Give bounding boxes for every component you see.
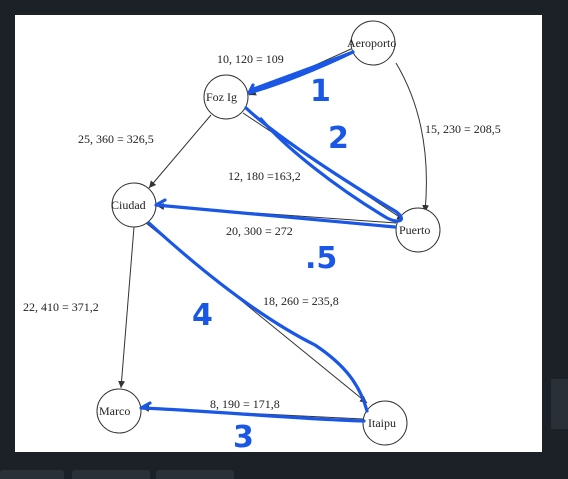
ink-number-4: 4 <box>192 298 213 333</box>
ink-route-aeroporto-fozig <box>247 50 355 95</box>
edge-label-aeroporto-puerto: 15, 230 = 208,5 <box>425 122 501 136</box>
ink-route-puerto-ciudad <box>154 198 397 229</box>
node-label-puerto: Puerto <box>399 223 430 237</box>
bottom-tab-1[interactable] <box>0 470 64 479</box>
edge-labels-layer: 10, 120 = 109 15, 230 = 208,5 25, 360 = … <box>23 52 501 411</box>
edge-label-fozig-ciudad: 25, 360 = 326,5 <box>78 132 154 146</box>
ink-route-ciudad-itaipu <box>147 221 369 413</box>
edge-ciudad-marco <box>118 226 135 389</box>
node-label-ciudad: Ciudad <box>111 198 146 212</box>
node-fozig: Foz Ig <box>203 74 249 120</box>
edge-label-puerto-ciudad: 20, 300 = 272 <box>226 224 293 238</box>
bottom-tab-3[interactable] <box>156 470 234 479</box>
node-marco: Marco <box>96 388 142 434</box>
edge-label-ciudad-marco: 22, 410 = 371,2 <box>23 300 99 314</box>
edge-label-ciudad-itaipu: 18, 260 = 235,8 <box>263 294 339 308</box>
edge-fozig-ciudad <box>148 114 212 189</box>
node-aeroporto: Aeroporto <box>347 20 396 66</box>
nodes-layer: Aeroporto Foz Ig Ciudad Puerto Marco Ita… <box>96 20 441 446</box>
node-label-fozig: Foz Ig <box>206 90 237 104</box>
node-ciudad: Ciudad <box>111 182 157 228</box>
node-puerto: Puerto <box>395 207 441 253</box>
node-label-itaipu: Itaipu <box>368 416 396 430</box>
ink-route-itaipu-marco <box>139 401 366 423</box>
node-label-marco: Marco <box>99 404 130 418</box>
ink-route-fozig-puerto <box>244 106 404 223</box>
edge-label-fozig-puerto: 12, 180 =163,2 <box>228 169 301 183</box>
handwritten-layer: 1 2 3 4 .5 <box>139 50 404 452</box>
side-scroll-button[interactable] <box>551 379 568 429</box>
ink-number-3: 3 <box>233 420 254 452</box>
graph-diagram: 10, 120 = 109 15, 230 = 208,5 25, 360 = … <box>23 20 501 452</box>
edge-label-aeroporto-fozig: 10, 120 = 109 <box>217 52 284 66</box>
ink-number-2: 2 <box>328 121 349 156</box>
edge-aeroporto-puerto <box>395 62 430 213</box>
diagram-canvas: 10, 120 = 109 15, 230 = 208,5 25, 360 = … <box>15 15 542 452</box>
node-itaipu: Itaipu <box>362 400 408 446</box>
ink-number-5: .5 <box>305 241 337 276</box>
bottom-tab-2[interactable] <box>72 470 150 479</box>
ink-number-1: 1 <box>310 74 331 109</box>
edge-label-itaipu-marco: 8, 190 = 171,8 <box>210 397 280 411</box>
node-label-aeroporto: Aeroporto <box>347 36 396 50</box>
